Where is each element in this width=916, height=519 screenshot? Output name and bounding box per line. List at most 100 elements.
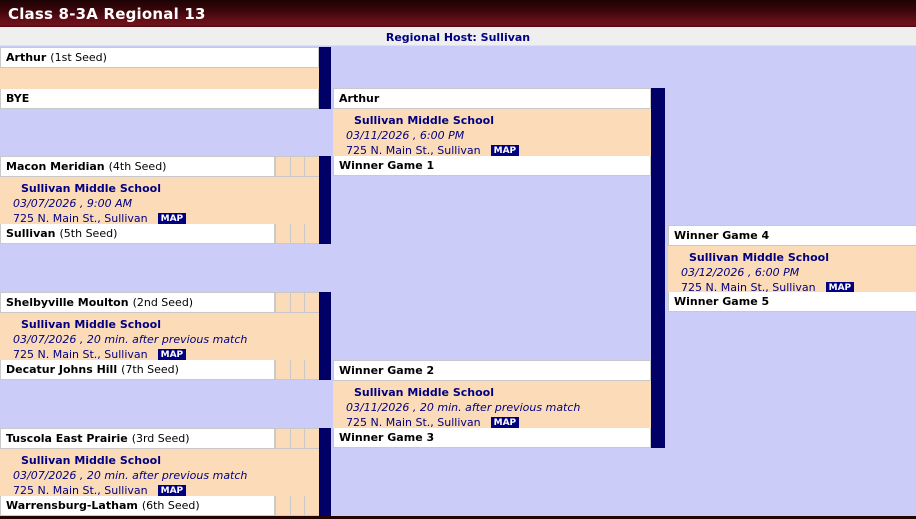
team-row-bye: BYE bbox=[0, 89, 319, 109]
venue-name: Sullivan Middle School bbox=[21, 454, 162, 467]
venue-address: 725 N. Main St., Sullivan bbox=[346, 416, 481, 428]
semi2-top-slot: Winner Game 2 bbox=[333, 360, 651, 381]
regional-host-bar: Regional Host: Sullivan bbox=[0, 27, 916, 46]
semi2-bottom-slot: Winner Game 3 bbox=[333, 428, 651, 448]
final-details: Sullivan Middle School 03/12/2026 , 6:00… bbox=[668, 246, 916, 292]
map-link[interactable]: MAP bbox=[825, 282, 855, 292]
score-cell bbox=[304, 293, 320, 312]
game2-details: Sullivan Middle School 03/07/2026 , 9:00… bbox=[0, 177, 319, 224]
team-row-macon-meridian: Macon Meridian (4th Seed) bbox=[0, 156, 275, 177]
score-cell bbox=[275, 224, 290, 243]
score-cell bbox=[304, 496, 320, 515]
team-name: Decatur Johns Hill bbox=[6, 363, 118, 376]
slot-label: Winner Game 4 bbox=[674, 229, 770, 242]
team-seed: (3rd Seed) bbox=[131, 432, 190, 445]
score-cell bbox=[289, 429, 305, 448]
score-cell bbox=[289, 293, 305, 312]
connector-bar-game1 bbox=[319, 47, 331, 109]
score-cells bbox=[275, 156, 320, 177]
game1-details-empty bbox=[0, 68, 319, 89]
connector-bar-game2 bbox=[319, 156, 331, 244]
slot-label: Winner Game 3 bbox=[339, 431, 435, 444]
score-cell bbox=[275, 360, 290, 379]
slot-label: Winner Game 1 bbox=[339, 159, 435, 172]
score-cell bbox=[275, 157, 290, 176]
map-link[interactable]: MAP bbox=[157, 213, 187, 224]
team-row-tuscola-east-prairie: Tuscola East Prairie (3rd Seed) bbox=[0, 428, 275, 449]
score-cell bbox=[275, 293, 290, 312]
semi1-details: Sullivan Middle School 03/11/2026 , 6:00… bbox=[333, 109, 651, 156]
slot-label: Winner Game 2 bbox=[339, 364, 435, 377]
venue-address: 725 N. Main St., Sullivan bbox=[346, 144, 481, 156]
team-seed: (7th Seed) bbox=[121, 363, 179, 376]
team-name: Sullivan bbox=[6, 227, 56, 240]
team-seed: (5th Seed) bbox=[59, 227, 118, 240]
team-name: Macon Meridian bbox=[6, 160, 105, 173]
score-cell bbox=[304, 360, 320, 379]
semi2-details: Sullivan Middle School 03/11/2026 , 20 m… bbox=[333, 381, 651, 428]
final-bottom-slot: Winner Game 5 bbox=[668, 292, 916, 312]
semi1-bottom-slot: Winner Game 1 bbox=[333, 156, 651, 176]
venue-address: 725 N. Main St., Sullivan bbox=[13, 212, 148, 224]
score-cell bbox=[275, 429, 290, 448]
score-cells bbox=[275, 360, 320, 380]
game-datetime: 03/12/2026 , 6:00 PM bbox=[681, 266, 800, 279]
team-seed: (2nd Seed) bbox=[132, 296, 194, 309]
score-cell bbox=[275, 496, 290, 515]
map-link[interactable]: MAP bbox=[157, 349, 187, 360]
team-name: Arthur bbox=[6, 51, 47, 64]
map-link[interactable]: MAP bbox=[490, 417, 520, 428]
score-cell bbox=[289, 157, 305, 176]
regional-host-label: Regional Host: Sullivan bbox=[385, 31, 531, 44]
team-row-arthur: Arthur (1st Seed) bbox=[0, 47, 319, 68]
semi1-top-slot: Arthur bbox=[333, 88, 651, 109]
score-cell bbox=[289, 224, 305, 243]
map-link[interactable]: MAP bbox=[157, 485, 187, 496]
team-row-warrensburg-latham: Warrensburg-Latham (6th Seed) bbox=[0, 496, 275, 516]
score-cells bbox=[275, 224, 320, 244]
bottom-divider-bar bbox=[0, 516, 916, 519]
score-cell bbox=[304, 157, 320, 176]
team-seed: (4th Seed) bbox=[108, 160, 167, 173]
team-row-decatur-johns-hill: Decatur Johns Hill (7th Seed) bbox=[0, 360, 275, 380]
team-name: BYE bbox=[6, 92, 30, 105]
venue-name: Sullivan Middle School bbox=[354, 386, 495, 399]
team-seed: (1st Seed) bbox=[50, 51, 107, 64]
game-datetime: 03/11/2026 , 20 min. after previous matc… bbox=[346, 401, 581, 414]
team-row-shelbyville-moulton: Shelbyville Moulton (2nd Seed) bbox=[0, 292, 275, 313]
team-name: Warrensburg-Latham bbox=[6, 499, 138, 512]
score-cell bbox=[304, 429, 320, 448]
venue-name: Sullivan Middle School bbox=[21, 182, 162, 195]
connector-bar-semis bbox=[651, 88, 665, 448]
final-top-slot: Winner Game 4 bbox=[668, 225, 916, 246]
team-seed: (6th Seed) bbox=[141, 499, 200, 512]
game-datetime: 03/07/2026 , 20 min. after previous matc… bbox=[13, 469, 248, 482]
slot-label: Winner Game 5 bbox=[674, 295, 770, 308]
venue-name: Sullivan Middle School bbox=[354, 114, 495, 127]
team-name: Shelbyville Moulton bbox=[6, 296, 129, 309]
venue-address: 725 N. Main St., Sullivan bbox=[681, 281, 816, 292]
team-row-sullivan: Sullivan (5th Seed) bbox=[0, 224, 275, 244]
page-title: Class 8-3A Regional 13 bbox=[8, 4, 206, 23]
score-cells bbox=[275, 428, 320, 449]
game3-details: Sullivan Middle School 03/07/2026 , 20 m… bbox=[0, 313, 319, 360]
score-cell bbox=[304, 224, 320, 243]
score-cells bbox=[275, 292, 320, 313]
slot-label: Arthur bbox=[339, 92, 380, 105]
title-bar: Class 8-3A Regional 13 bbox=[0, 0, 916, 27]
game-datetime: 03/11/2026 , 6:00 PM bbox=[346, 129, 465, 142]
score-cell bbox=[289, 496, 305, 515]
score-cells bbox=[275, 496, 320, 516]
game-datetime: 03/07/2026 , 9:00 AM bbox=[13, 197, 133, 210]
venue-address: 725 N. Main St., Sullivan bbox=[13, 484, 148, 496]
connector-bar-game3 bbox=[319, 292, 331, 380]
venue-name: Sullivan Middle School bbox=[689, 251, 830, 264]
game-datetime: 03/07/2026 , 20 min. after previous matc… bbox=[13, 333, 248, 346]
team-name: Tuscola East Prairie bbox=[6, 432, 128, 445]
score-cell bbox=[289, 360, 305, 379]
map-link[interactable]: MAP bbox=[490, 145, 520, 156]
venue-name: Sullivan Middle School bbox=[21, 318, 162, 331]
game4-details: Sullivan Middle School 03/07/2026 , 20 m… bbox=[0, 449, 319, 496]
connector-bar-game4 bbox=[319, 428, 331, 516]
